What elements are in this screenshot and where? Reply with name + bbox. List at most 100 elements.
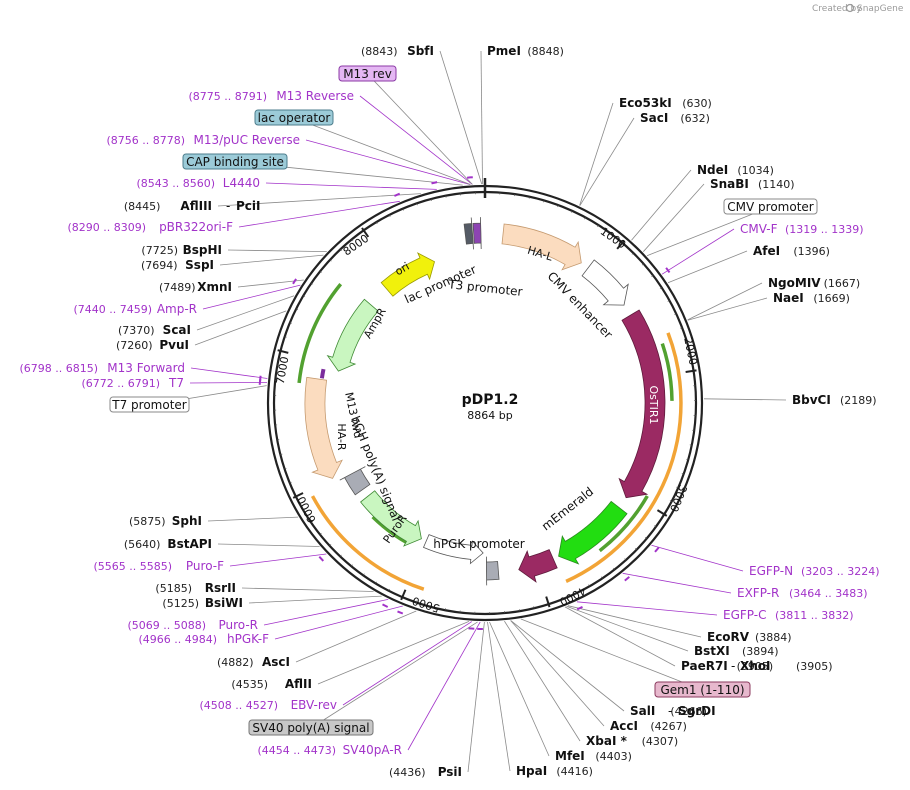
leader-line xyxy=(189,382,268,384)
leader-line xyxy=(651,544,744,572)
minor-tick xyxy=(680,327,683,329)
primer-position: (3203 .. 3224) xyxy=(801,565,880,578)
leader-line xyxy=(295,610,417,663)
leader-line xyxy=(217,543,320,547)
site-position: (7694) xyxy=(141,259,178,272)
leader-line xyxy=(631,169,692,241)
site-label-bsphi: BspHI xyxy=(183,243,222,257)
feature-m13-fwd xyxy=(319,368,326,379)
feature-cmv-enhancer xyxy=(581,259,629,306)
site-position: (632) xyxy=(680,112,710,125)
primer-marks xyxy=(258,176,671,630)
leader-line xyxy=(207,516,299,522)
credit-brand: SnapGene xyxy=(857,4,904,14)
leader-line xyxy=(520,618,703,691)
minor-tick xyxy=(659,287,662,289)
leader-line xyxy=(196,295,295,331)
minor-tick xyxy=(319,532,322,535)
site-position: (5640) xyxy=(124,538,161,551)
minor-tick xyxy=(329,259,332,262)
tick-marks xyxy=(274,178,697,614)
minor-tick xyxy=(543,200,545,203)
tick-mark-2000 xyxy=(685,369,697,374)
tick-mark-7000 xyxy=(277,349,289,354)
site-position: (4266) xyxy=(670,705,707,718)
leader-line xyxy=(504,620,581,742)
leader-line xyxy=(467,621,485,773)
leader-line xyxy=(661,228,735,275)
minor-tick xyxy=(339,554,342,557)
minor-tick xyxy=(644,537,647,539)
leader-line xyxy=(646,206,771,257)
site-position: (1034) xyxy=(737,164,774,177)
site-label-bstapi: BstAPI xyxy=(167,537,212,551)
feature-label-ori: ori xyxy=(393,260,412,278)
primer-position: (4966 .. 4984) xyxy=(138,633,217,646)
minor-tick xyxy=(588,584,590,587)
minor-tick xyxy=(631,252,634,255)
site-position: (3884) xyxy=(755,631,792,644)
orf-track-orange xyxy=(310,495,425,591)
minor-tick xyxy=(600,576,603,579)
site-position: (5185) xyxy=(155,582,192,595)
minor-tick xyxy=(654,525,657,527)
site-position: (4535) xyxy=(231,678,268,691)
credit-text: Created by xyxy=(812,4,862,14)
minor-tick xyxy=(430,198,432,201)
site-position: (4267) xyxy=(650,720,687,733)
site-position: (1396) xyxy=(793,245,830,258)
minor-tick xyxy=(362,573,365,576)
leader-line xyxy=(407,621,481,751)
primer-label-egfp-n: EGFP-N xyxy=(749,564,793,578)
site-label-bsiwi: BsiWI xyxy=(205,596,243,610)
feature-box-m13-rev xyxy=(338,65,397,82)
site-label-ndei: NdeI xyxy=(697,163,728,177)
feature-hpgk-promoter xyxy=(422,534,484,565)
leader-line xyxy=(342,621,473,706)
minor-tick xyxy=(609,233,611,236)
orf-track-green xyxy=(660,343,674,401)
primer-position: (6798 .. 6815) xyxy=(19,362,98,375)
minor-tick xyxy=(340,249,343,251)
minor-tick xyxy=(289,481,292,484)
minor-tick xyxy=(329,544,332,546)
tick-mark-5000 xyxy=(400,589,407,601)
site-position: (4307) xyxy=(642,735,679,748)
leader-line xyxy=(439,50,483,185)
minor-tick xyxy=(681,473,684,475)
feature-m13rev-block xyxy=(472,217,482,250)
minor-tick xyxy=(430,604,432,607)
leader-line xyxy=(219,254,324,266)
feature-small-arrow xyxy=(518,549,558,583)
site-label-ecorv: EcoRV xyxy=(707,630,750,644)
site-position: (4882) xyxy=(217,656,254,669)
minor-tick xyxy=(584,217,586,220)
site-label-asci: AscI xyxy=(262,655,290,669)
minor-tick xyxy=(570,210,573,213)
site-label-aflii: AflII xyxy=(285,677,312,691)
minor-tick xyxy=(289,322,292,324)
minor-tick xyxy=(389,214,391,217)
minor-tick xyxy=(674,313,677,315)
site-position: (1140) xyxy=(758,178,795,191)
site-separator: - xyxy=(226,199,230,213)
primer-position: (4508 .. 4527) xyxy=(199,699,278,712)
snapgene-logo-icon xyxy=(845,3,855,13)
primer-label-ebv-rev: EBV-rev xyxy=(291,698,337,712)
site-label-paer7i: PaeR7I xyxy=(681,659,728,673)
site-position: (630) xyxy=(682,97,712,110)
site-label-sphi: SphI xyxy=(172,514,202,528)
primer-position: (3811 .. 3832) xyxy=(775,609,854,622)
primer-position: (3464 .. 3483) xyxy=(789,587,868,600)
site-label-pvui: PvuI xyxy=(159,338,189,352)
feature-label-t3-promoter: T3 promoter xyxy=(447,277,524,299)
primer-label-hpgk-f: hPGK-F xyxy=(227,632,269,646)
feature-box-label: T7 promoter xyxy=(111,398,187,412)
minor-tick xyxy=(351,239,354,242)
minor-tick xyxy=(651,275,654,277)
feature-har xyxy=(304,376,343,479)
primer-position: (8756 .. 8778) xyxy=(106,134,185,147)
feature-memerald xyxy=(558,500,628,565)
primer-mark xyxy=(292,278,297,285)
site-label-mfei: MfeI xyxy=(555,749,585,763)
